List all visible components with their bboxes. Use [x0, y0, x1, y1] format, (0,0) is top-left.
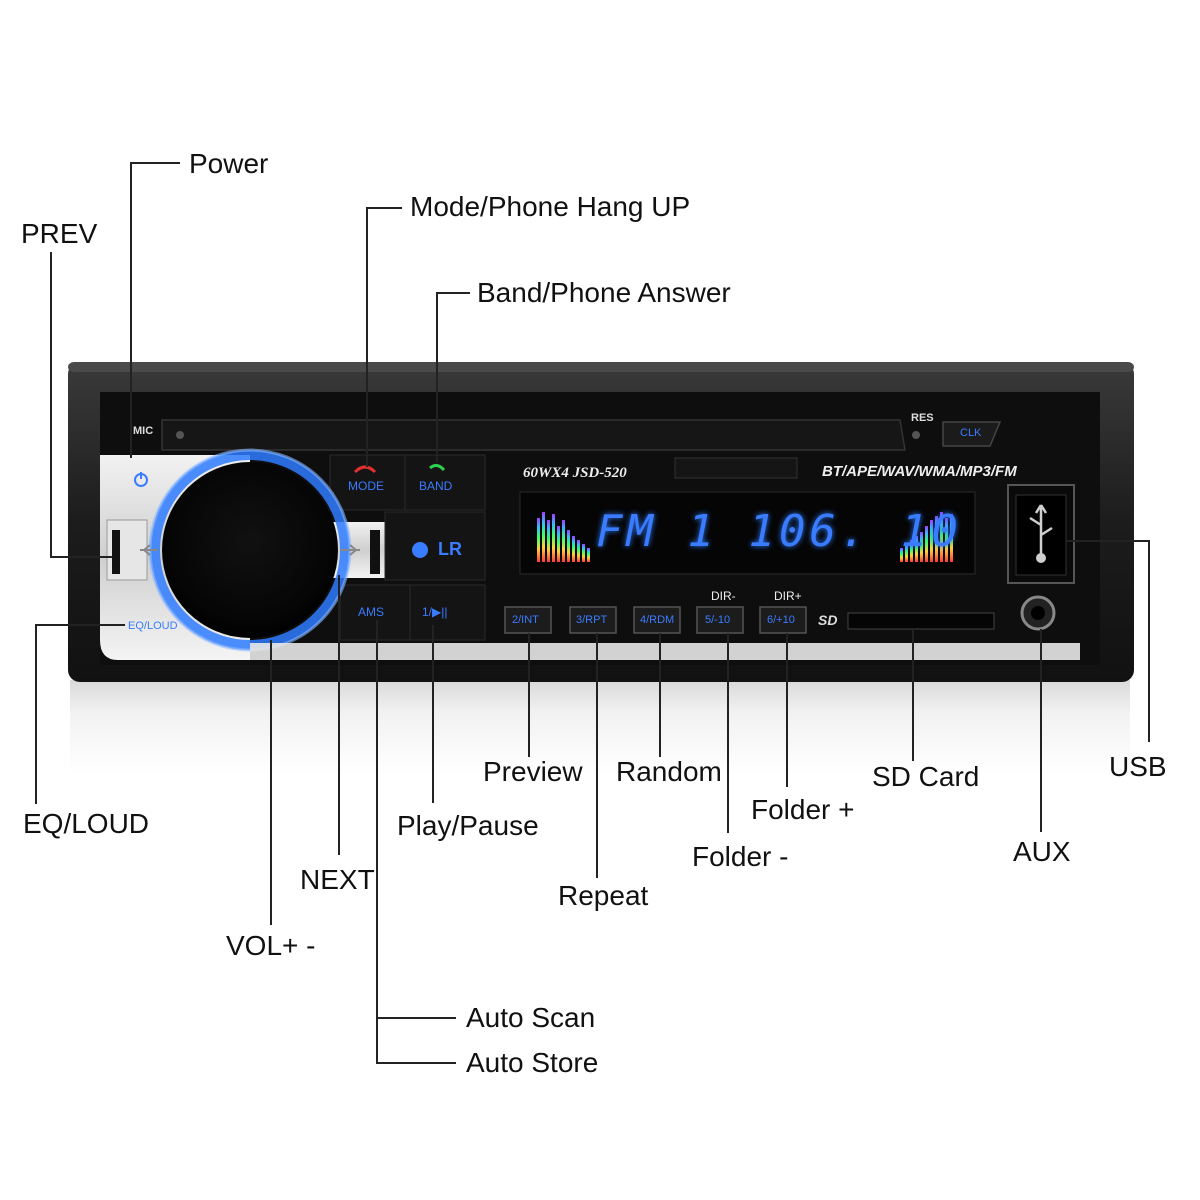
leader-random — [659, 633, 661, 757]
next-icon — [340, 544, 360, 556]
lcd-display — [519, 491, 976, 575]
leader-sd — [912, 629, 914, 761]
dir-plus-label: DIR+ — [774, 589, 802, 603]
clk-label: CLK — [960, 427, 982, 439]
prev-icon — [140, 544, 158, 556]
play-label: 1/▶|| — [422, 605, 448, 619]
leader-power — [130, 162, 132, 458]
phone-hangup-icon — [353, 465, 377, 474]
callout-mode: Mode/Phone Hang UP — [410, 191, 691, 222]
ams-label: AMS — [358, 605, 385, 619]
callout-next: NEXT — [300, 864, 375, 895]
unit-reflection — [70, 680, 1130, 775]
dir-minus-label: DIR- — [711, 589, 736, 603]
sd-card-slot[interactable] — [847, 612, 995, 630]
usb-icon-base — [1036, 553, 1046, 563]
leader-vol — [270, 640, 272, 925]
phone-answer-icon — [429, 463, 446, 472]
leader-auto-scan-h — [376, 1017, 456, 1019]
leader-mode-h — [366, 207, 402, 209]
reset-hole — [912, 431, 920, 439]
leader-aux — [1040, 629, 1042, 832]
preset-label-6: 6/+10 — [767, 614, 795, 626]
preset-button-4[interactable] — [633, 606, 681, 634]
power-icon-stem — [140, 472, 142, 479]
preset-button-6[interactable] — [759, 606, 807, 634]
leader-eq-h — [35, 624, 125, 626]
callout-folder-minus: Folder - — [692, 841, 789, 872]
volume-knob[interactable] — [162, 462, 338, 638]
prev-bar — [112, 530, 120, 574]
leader-next — [338, 575, 340, 855]
callout-auto-store: Auto Store — [466, 1047, 599, 1078]
callout-vol: VOL+ - — [226, 930, 316, 961]
callout-repeat: Repeat — [558, 880, 649, 911]
leader-usb-h — [1066, 540, 1148, 542]
usb-icon — [1029, 504, 1053, 555]
leader-preview — [528, 633, 530, 757]
callout-band: Band/Phone Answer — [477, 277, 731, 308]
eq-loud-label: EQ/LOUD — [128, 620, 178, 632]
mic-hole — [176, 431, 184, 439]
bottom-silver-strip — [250, 643, 1080, 660]
leader-band-h — [436, 292, 470, 294]
callout-power: Power — [189, 148, 269, 179]
callout-folder-plus: Folder + — [751, 794, 855, 825]
preset-label-5: 5/-10 — [705, 614, 731, 626]
aux-jack-hole — [1031, 606, 1045, 620]
formats-line: BT/APE/WAV/WMA/MP3/FM — [822, 463, 1017, 480]
leader-repeat — [596, 633, 598, 878]
mic-label: MIC — [133, 425, 154, 437]
leader-eq — [35, 624, 37, 804]
callout-preview: Preview — [483, 756, 583, 787]
lr-label: LR — [438, 539, 462, 559]
eq-bars-right — [900, 512, 953, 562]
leader-power-h — [130, 162, 180, 164]
leader-folder-minus — [727, 633, 729, 833]
model-strip — [674, 457, 798, 479]
preset-buttons — [504, 606, 807, 634]
play-pause-button[interactable] — [409, 584, 486, 641]
callout-random: Random — [616, 756, 722, 787]
leader-play — [432, 625, 434, 803]
callout-play: Play/Pause — [397, 810, 539, 841]
leader-auto-store-h — [376, 1062, 456, 1064]
lr-button[interactable] — [384, 511, 486, 581]
eq-bars-left — [537, 512, 590, 562]
clk-button[interactable] — [942, 421, 1002, 447]
callout-sd-card: SD Card — [872, 761, 980, 792]
next-bar — [370, 530, 380, 574]
model-line: 60WX4 JSD-520 — [523, 465, 627, 481]
leader-ams — [376, 620, 378, 1063]
frequency-display: FM 1 106. 10 — [596, 506, 962, 557]
band-label: BAND — [419, 479, 453, 493]
res-label: RES — [911, 412, 934, 424]
leader-band — [436, 292, 438, 462]
bluetooth-icon — [412, 542, 428, 558]
band-button[interactable] — [404, 454, 486, 511]
leader-prev — [50, 252, 52, 557]
callout-eq: EQ/LOUD — [23, 808, 150, 839]
leader-prev-h — [50, 556, 112, 558]
leader-mode — [366, 207, 368, 467]
preset-label-4: 4/RDM — [640, 614, 675, 626]
preset-button-5[interactable] — [696, 606, 744, 634]
preset-label-3: 3/RPT — [576, 614, 608, 626]
mode-label: MODE — [348, 479, 384, 493]
unit-top-edge — [68, 362, 1134, 372]
leader-usb — [1148, 540, 1150, 742]
callout-usb: USB — [1109, 751, 1167, 782]
preset-button-3[interactable] — [569, 606, 617, 634]
cd-slot-bar — [161, 419, 906, 451]
callout-auto-scan: Auto Scan — [466, 1002, 596, 1033]
leader-folder-plus — [786, 633, 788, 787]
callout-aux: AUX — [1013, 836, 1071, 867]
callout-prev: PREV — [21, 218, 98, 249]
sd-logo: SD — [818, 612, 838, 628]
preset-label-2: 2/INT — [512, 614, 539, 626]
